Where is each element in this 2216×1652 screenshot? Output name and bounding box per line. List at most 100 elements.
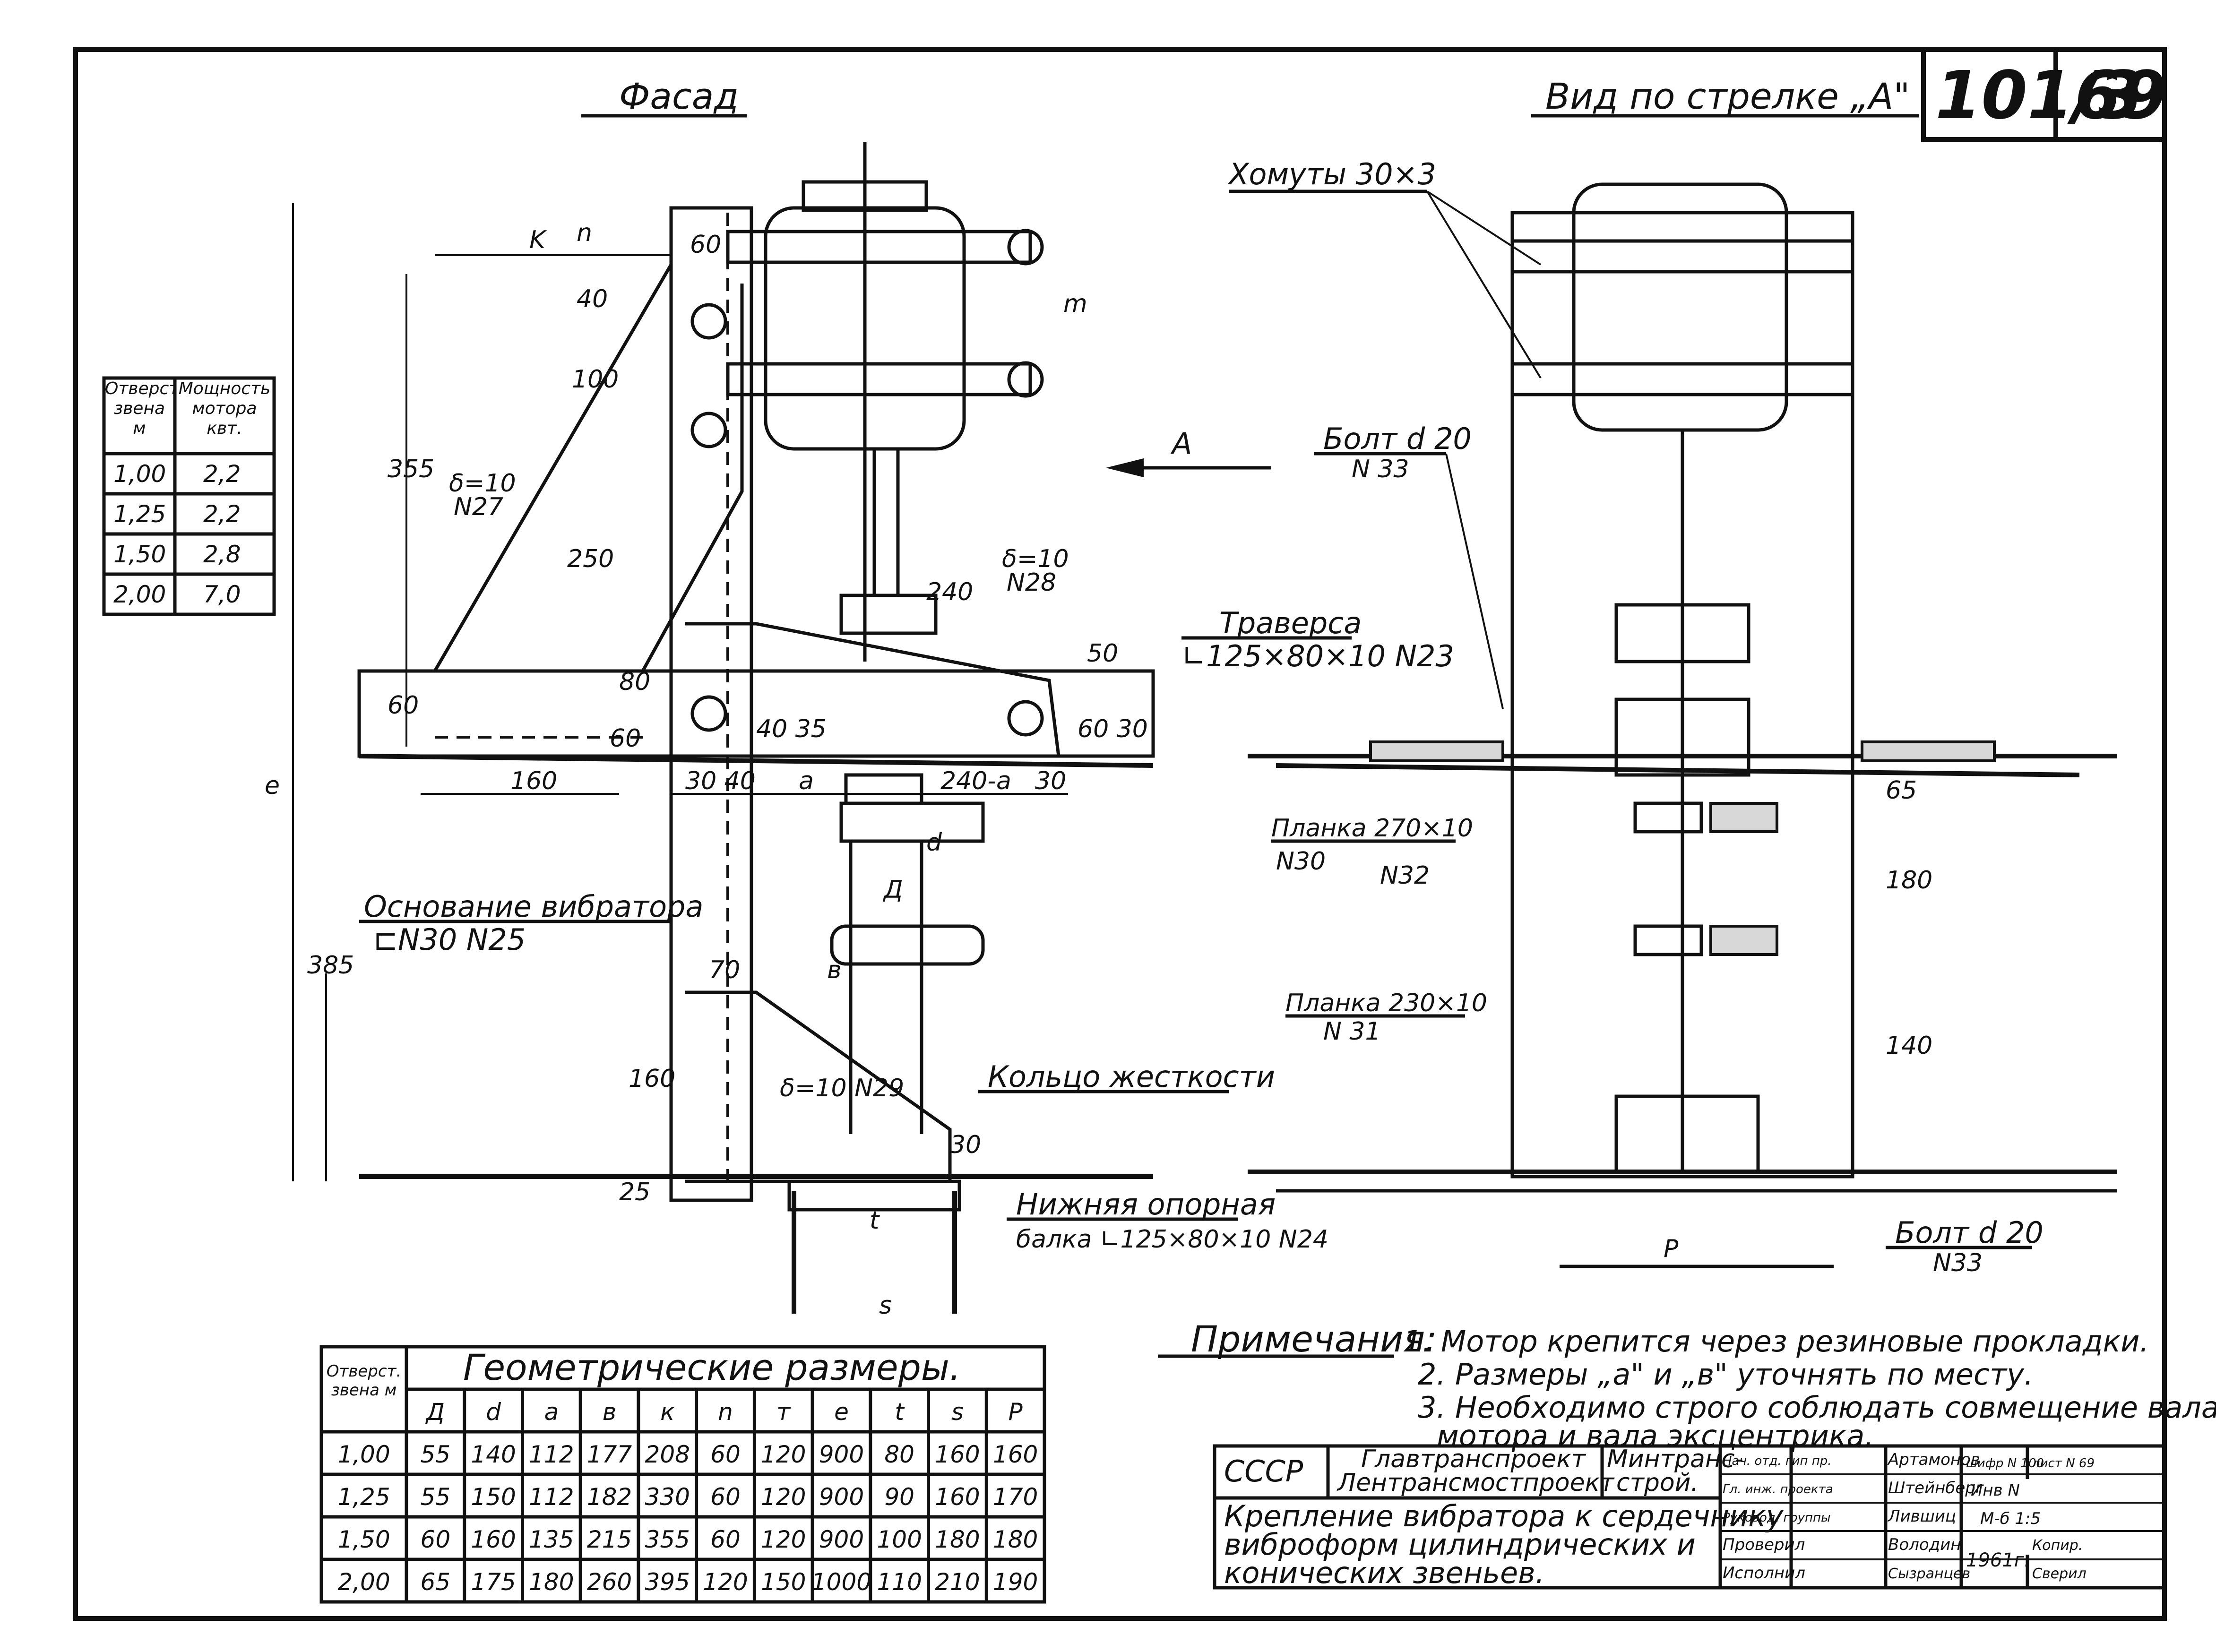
geometry-cell: 2,00 — [337, 1568, 390, 1596]
geometry-column-header: т — [776, 1398, 791, 1426]
traverse-label: Траверса — [1219, 606, 1362, 640]
geometry-cell: 100 — [877, 1526, 922, 1553]
title-role: Гл. инж. проекта — [1723, 1482, 1833, 1497]
dim-t: t — [870, 1206, 880, 1235]
power-table: Отверст. звена м Мощность мотора квт. 1,… — [102, 376, 276, 616]
geometry-cell: 180 — [529, 1568, 574, 1596]
drawing-title-line: виброформ цилиндрических и — [1224, 1527, 1696, 1562]
vibrator-base-label: Основание вибратора — [364, 889, 703, 924]
strip1-number2: N32 — [1380, 861, 1430, 890]
geometry-cell: 60 — [710, 1483, 741, 1511]
view-a: Хомуты 30×3 Болт d 20 N 33 Траверса ∟125… — [1181, 157, 2117, 1277]
geometry-cell: 112 — [529, 1441, 574, 1468]
title-inv: Инв N — [1971, 1481, 2020, 1500]
drawing-title-line: Крепление вибратора к сердечнику — [1224, 1499, 1784, 1533]
power-row: 7,0 — [203, 581, 241, 608]
stiffening-ring-label: Кольцо жесткости — [988, 1059, 1275, 1094]
dim-p: P — [1664, 1235, 1679, 1263]
dim-m: m — [1063, 290, 1087, 318]
dim-140: 140 — [1886, 1032, 1932, 1060]
drawing-title-line: конических звеньев. — [1224, 1556, 1544, 1590]
title-name: Артамонов — [1887, 1450, 1980, 1469]
sheet-frame — [73, 47, 2167, 1621]
bolt1-label: Болт d 20 — [1323, 422, 1472, 456]
strip1-label: Планка 270×10 — [1271, 814, 1473, 843]
core-column — [1510, 211, 1854, 1179]
plate-n27-thickness: δ=10 — [449, 469, 516, 498]
dim-60-30: 60 30 — [1078, 715, 1148, 743]
title-role: Нач. отд. гип пр. — [1723, 1454, 1832, 1468]
title-org1: Главтранспроект — [1361, 1445, 1587, 1473]
geometry-cell: 120 — [761, 1526, 806, 1553]
dim-160b: 160 — [629, 1065, 675, 1093]
dim-d-big: Д — [883, 876, 903, 904]
title-year: 1961г. — [1966, 1549, 2030, 1571]
power-table-header-opening: Отверст. звена м — [105, 379, 174, 438]
note-line: 2. Размеры „а" и „в" уточнять по месту. — [1418, 1357, 2034, 1392]
geometry-cell: 395 — [645, 1568, 690, 1596]
geometry-cell: 90 — [884, 1483, 914, 1511]
title-role: Проверил — [1723, 1535, 1805, 1554]
notes-heading: Примечания: — [1191, 1318, 1437, 1360]
dim-40: 40 — [577, 285, 608, 313]
dim-70: 70 — [709, 956, 740, 984]
sheet-page: 69 — [2075, 57, 2167, 134]
geometry-cell: 170 — [993, 1483, 1038, 1511]
geometry-cell: 160 — [471, 1526, 516, 1553]
bolt2-label: Болт d 20 — [1895, 1215, 2044, 1250]
geometry-column-header: e — [834, 1398, 849, 1426]
geometry-cell: 180 — [935, 1526, 980, 1553]
dim-e: e — [265, 772, 280, 800]
geometry-cell: 215 — [587, 1526, 632, 1553]
dim-80: 80 — [619, 668, 650, 696]
plate-n27-number: N27 — [454, 493, 503, 521]
geometry-column-header: в — [603, 1398, 616, 1426]
plate-n28-number: N28 — [1007, 568, 1056, 597]
geometry-cell: 260 — [587, 1568, 632, 1596]
geometry-cell: 150 — [471, 1483, 516, 1511]
title-ministry1: Минтранс- — [1607, 1445, 1743, 1473]
power-row: 1,50 — [113, 541, 166, 568]
geometry-cell: 80 — [884, 1441, 914, 1468]
lower-beam-spec: балка ∟125×80×10 N24 — [1016, 1225, 1328, 1254]
title-sheet: лист N 69 — [2032, 1456, 2095, 1471]
notes: Примечания: 1. Мотор крепится через рези… — [1158, 1318, 2216, 1453]
title-role: Руковод. группы — [1723, 1511, 1831, 1525]
dim-160: 160 — [510, 767, 557, 795]
title-name: Лившиц — [1887, 1507, 1956, 1526]
geometry-cell: 900 — [819, 1441, 864, 1468]
geometry-column-header: t — [895, 1398, 905, 1426]
plate-n28-thickness: δ=10 — [1002, 545, 1069, 573]
dim-30: 30 — [1035, 767, 1066, 795]
title-cipher: шифр N 100 — [1966, 1456, 2044, 1471]
lower-support-beam — [787, 1179, 961, 1212]
dim-k: K — [529, 226, 547, 254]
dim-30b: 30 — [950, 1131, 981, 1159]
geometry-cell: 55 — [421, 1483, 451, 1511]
traverse-beam-facade — [357, 669, 1155, 758]
dim-s: s — [879, 1291, 892, 1320]
geometry-cell: 177 — [587, 1441, 632, 1468]
geometry-column-header: к — [660, 1398, 674, 1426]
geometry-cell: 110 — [877, 1568, 922, 1596]
geometry-cell: 120 — [761, 1441, 806, 1468]
dim-25: 25 — [619, 1178, 650, 1206]
geometry-column-header: P — [1009, 1398, 1023, 1426]
dim-n: n — [577, 219, 592, 247]
title-role: Исполнил — [1723, 1564, 1805, 1583]
geometry-column-header: s — [951, 1398, 964, 1426]
power-row: 2,2 — [203, 500, 241, 528]
vibrator-base-column — [669, 206, 753, 1202]
facade-view: A K n 60 40 100 m 355 250 240 50 60 80 6… — [265, 142, 1328, 1320]
dim-a: a — [799, 767, 814, 795]
strip1-number: N30 — [1276, 847, 1326, 876]
dim-30-40: 30 40 — [685, 767, 756, 795]
title-org2: Лентрансмостпроект — [1336, 1469, 1615, 1497]
title-block: СССР Главтранспроект Лентрансмостпроект … — [1213, 1444, 2166, 1590]
geometry-cell: 150 — [761, 1568, 806, 1596]
dim-240: 240 — [926, 578, 973, 606]
geometry-cell: 330 — [645, 1483, 690, 1511]
facade-title: Фасад — [619, 75, 739, 117]
arrow-a-label: A — [1170, 426, 1192, 461]
